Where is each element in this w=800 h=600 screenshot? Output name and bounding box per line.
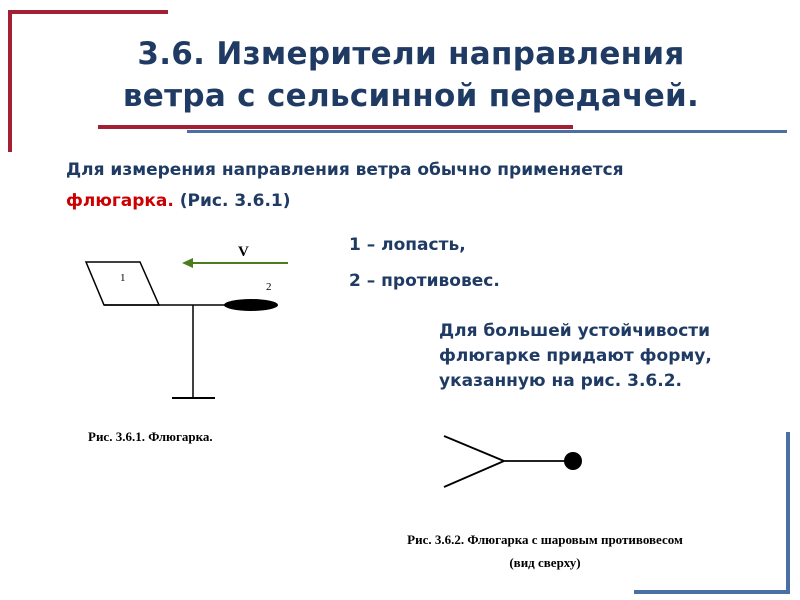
title-line-1: 3.6. Измерители направления [137,36,685,72]
wind-label: V [238,244,249,260]
frame-bottom-blue-bar [634,590,790,594]
intro-highlight-term: флюгарка. [66,191,174,211]
page-title: 3.6. Измерители направления ветра с сель… [66,33,756,117]
figure-2-caption-line-2: (вид сверху) [509,555,581,570]
frame-underline-blue-bar [187,130,787,133]
legend-item-counterweight: 2 – противовес. [349,271,500,291]
intro-line-1: Для измерения направления ветра обычно п… [66,160,624,180]
wind-arrow-head [182,258,193,268]
topview-fin-upper [443,435,505,462]
figure-legend: 1 – лопасть, 2 – противовес. [349,227,500,299]
blade-number-label: 1 [120,272,126,284]
frame-left-red-bar [8,10,12,152]
stability-line-3: указанную на рис. 3.6.2. [439,371,682,391]
topview-ball-counterweight [564,452,582,470]
frame-right-blue-bar [786,432,790,594]
topview-fin-lower [443,460,505,488]
stability-line-2: флюгарке придают форму, [439,346,712,366]
counterweight-number-label: 2 [266,281,272,293]
stability-line-1: Для большей устойчивости [439,321,711,341]
intro-line-2: флюгарка. (Рис. 3.6.1) [66,186,766,217]
stability-paragraph: Для большей устойчивости флюгарке придаю… [439,319,779,394]
frame-underline-red-bar [98,125,573,129]
figure-1-caption: Рис. 3.6.1. Флюгарка. [88,429,213,444]
figure-2-caption-line-1: Рис. 3.6.2. Флюгарка с шаровым противове… [407,532,683,547]
intro-paragraph: Для измерения направления ветра обычно п… [66,155,766,217]
vane-counterweight [224,299,278,311]
frame-top-red-bar [8,10,168,14]
legend-item-blade: 1 – лопасть, [349,235,466,255]
intro-figure-ref: (Рис. 3.6.1) [173,191,291,211]
title-line-2: ветра с сельсинной передачей. [122,78,700,114]
figure-2-caption: Рис. 3.6.2. Флюгарка с шаровым противове… [350,528,740,574]
